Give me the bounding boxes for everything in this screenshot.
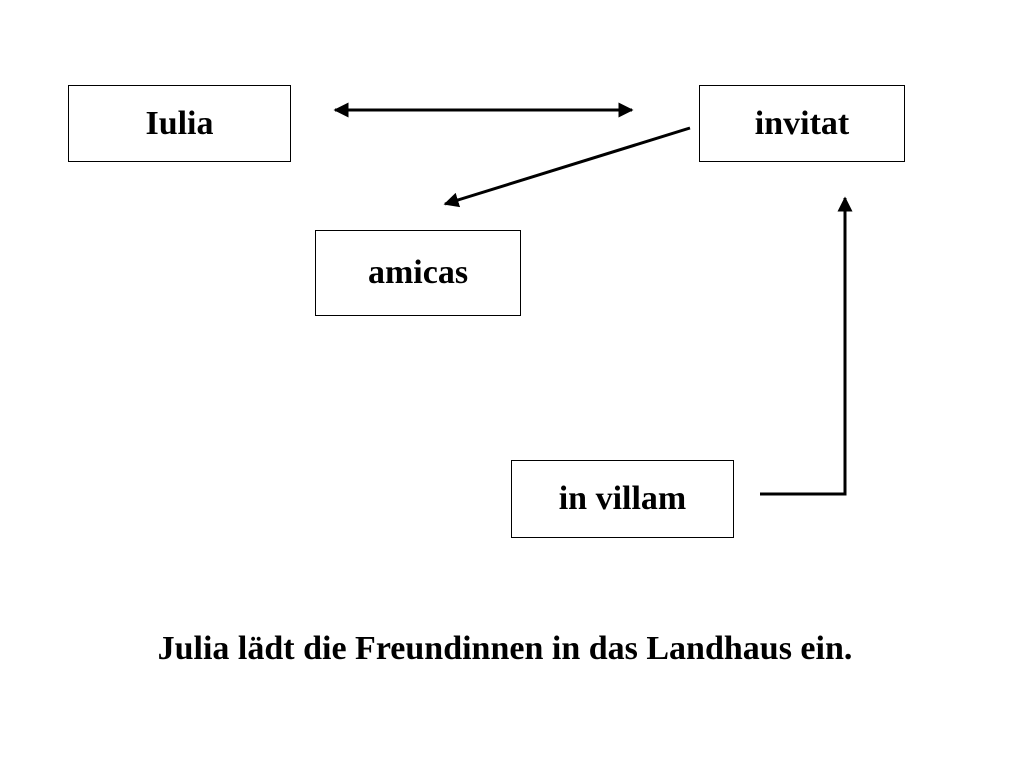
- node-amicas-label: amicas: [367, 254, 469, 291]
- arrow-adverbial-verb: [760, 196, 853, 496]
- node-invitat-label: invitat: [754, 104, 850, 142]
- arrow-verb-object: [443, 126, 691, 208]
- node-in-villam: in villam: [511, 460, 734, 538]
- node-invitat: invitat: [699, 85, 905, 162]
- node-amicas: amicas: [315, 230, 521, 316]
- node-iulia-label: Iulia: [145, 104, 214, 142]
- node-iulia: Iulia: [68, 85, 291, 162]
- node-in-villam-label: in villam: [558, 480, 687, 517]
- translation-sentence: Julia lädt die Freundinnen in das Landha…: [157, 630, 853, 667]
